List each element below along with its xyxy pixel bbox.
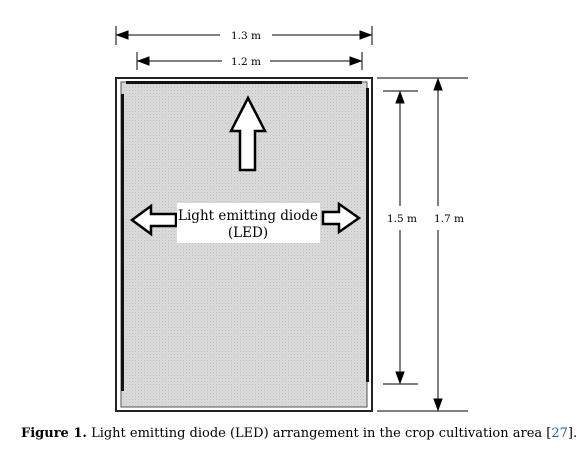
center-label-box <box>177 203 320 243</box>
arrow-up-icon <box>228 95 268 172</box>
led-strip-right <box>366 88 369 382</box>
center-label-line2: (LED) <box>228 225 268 241</box>
center-label-line1: Light emitting diode <box>178 208 318 224</box>
figure-caption: Figure 1. Light emitting diode (LED) arr… <box>21 426 577 442</box>
height-inner-label: 1.5 m <box>387 213 417 225</box>
citation-link[interactable]: 27 <box>551 426 568 441</box>
dimension-height-outer <box>377 77 468 412</box>
figure-caption-end: ]. <box>567 426 578 441</box>
arrow-left-icon <box>129 203 178 237</box>
led-strip-top <box>126 81 362 84</box>
figure-caption-text: Light emitting diode (LED) arrangement i… <box>86 426 552 441</box>
light-direction-arrows <box>129 95 362 237</box>
dimension-width-inner <box>136 52 363 70</box>
arrow-right-icon <box>321 201 362 235</box>
led-strip-left <box>121 94 124 391</box>
dimension-width-outer <box>115 26 373 45</box>
height-outer-label: 1.7 m <box>434 213 464 225</box>
led-strips <box>121 81 369 391</box>
figure-caption-label: Figure 1. <box>21 426 87 441</box>
width-outer-label: 1.3 m <box>231 30 261 42</box>
dimension-height-inner <box>383 90 418 385</box>
width-inner-label: 1.2 m <box>231 56 261 68</box>
